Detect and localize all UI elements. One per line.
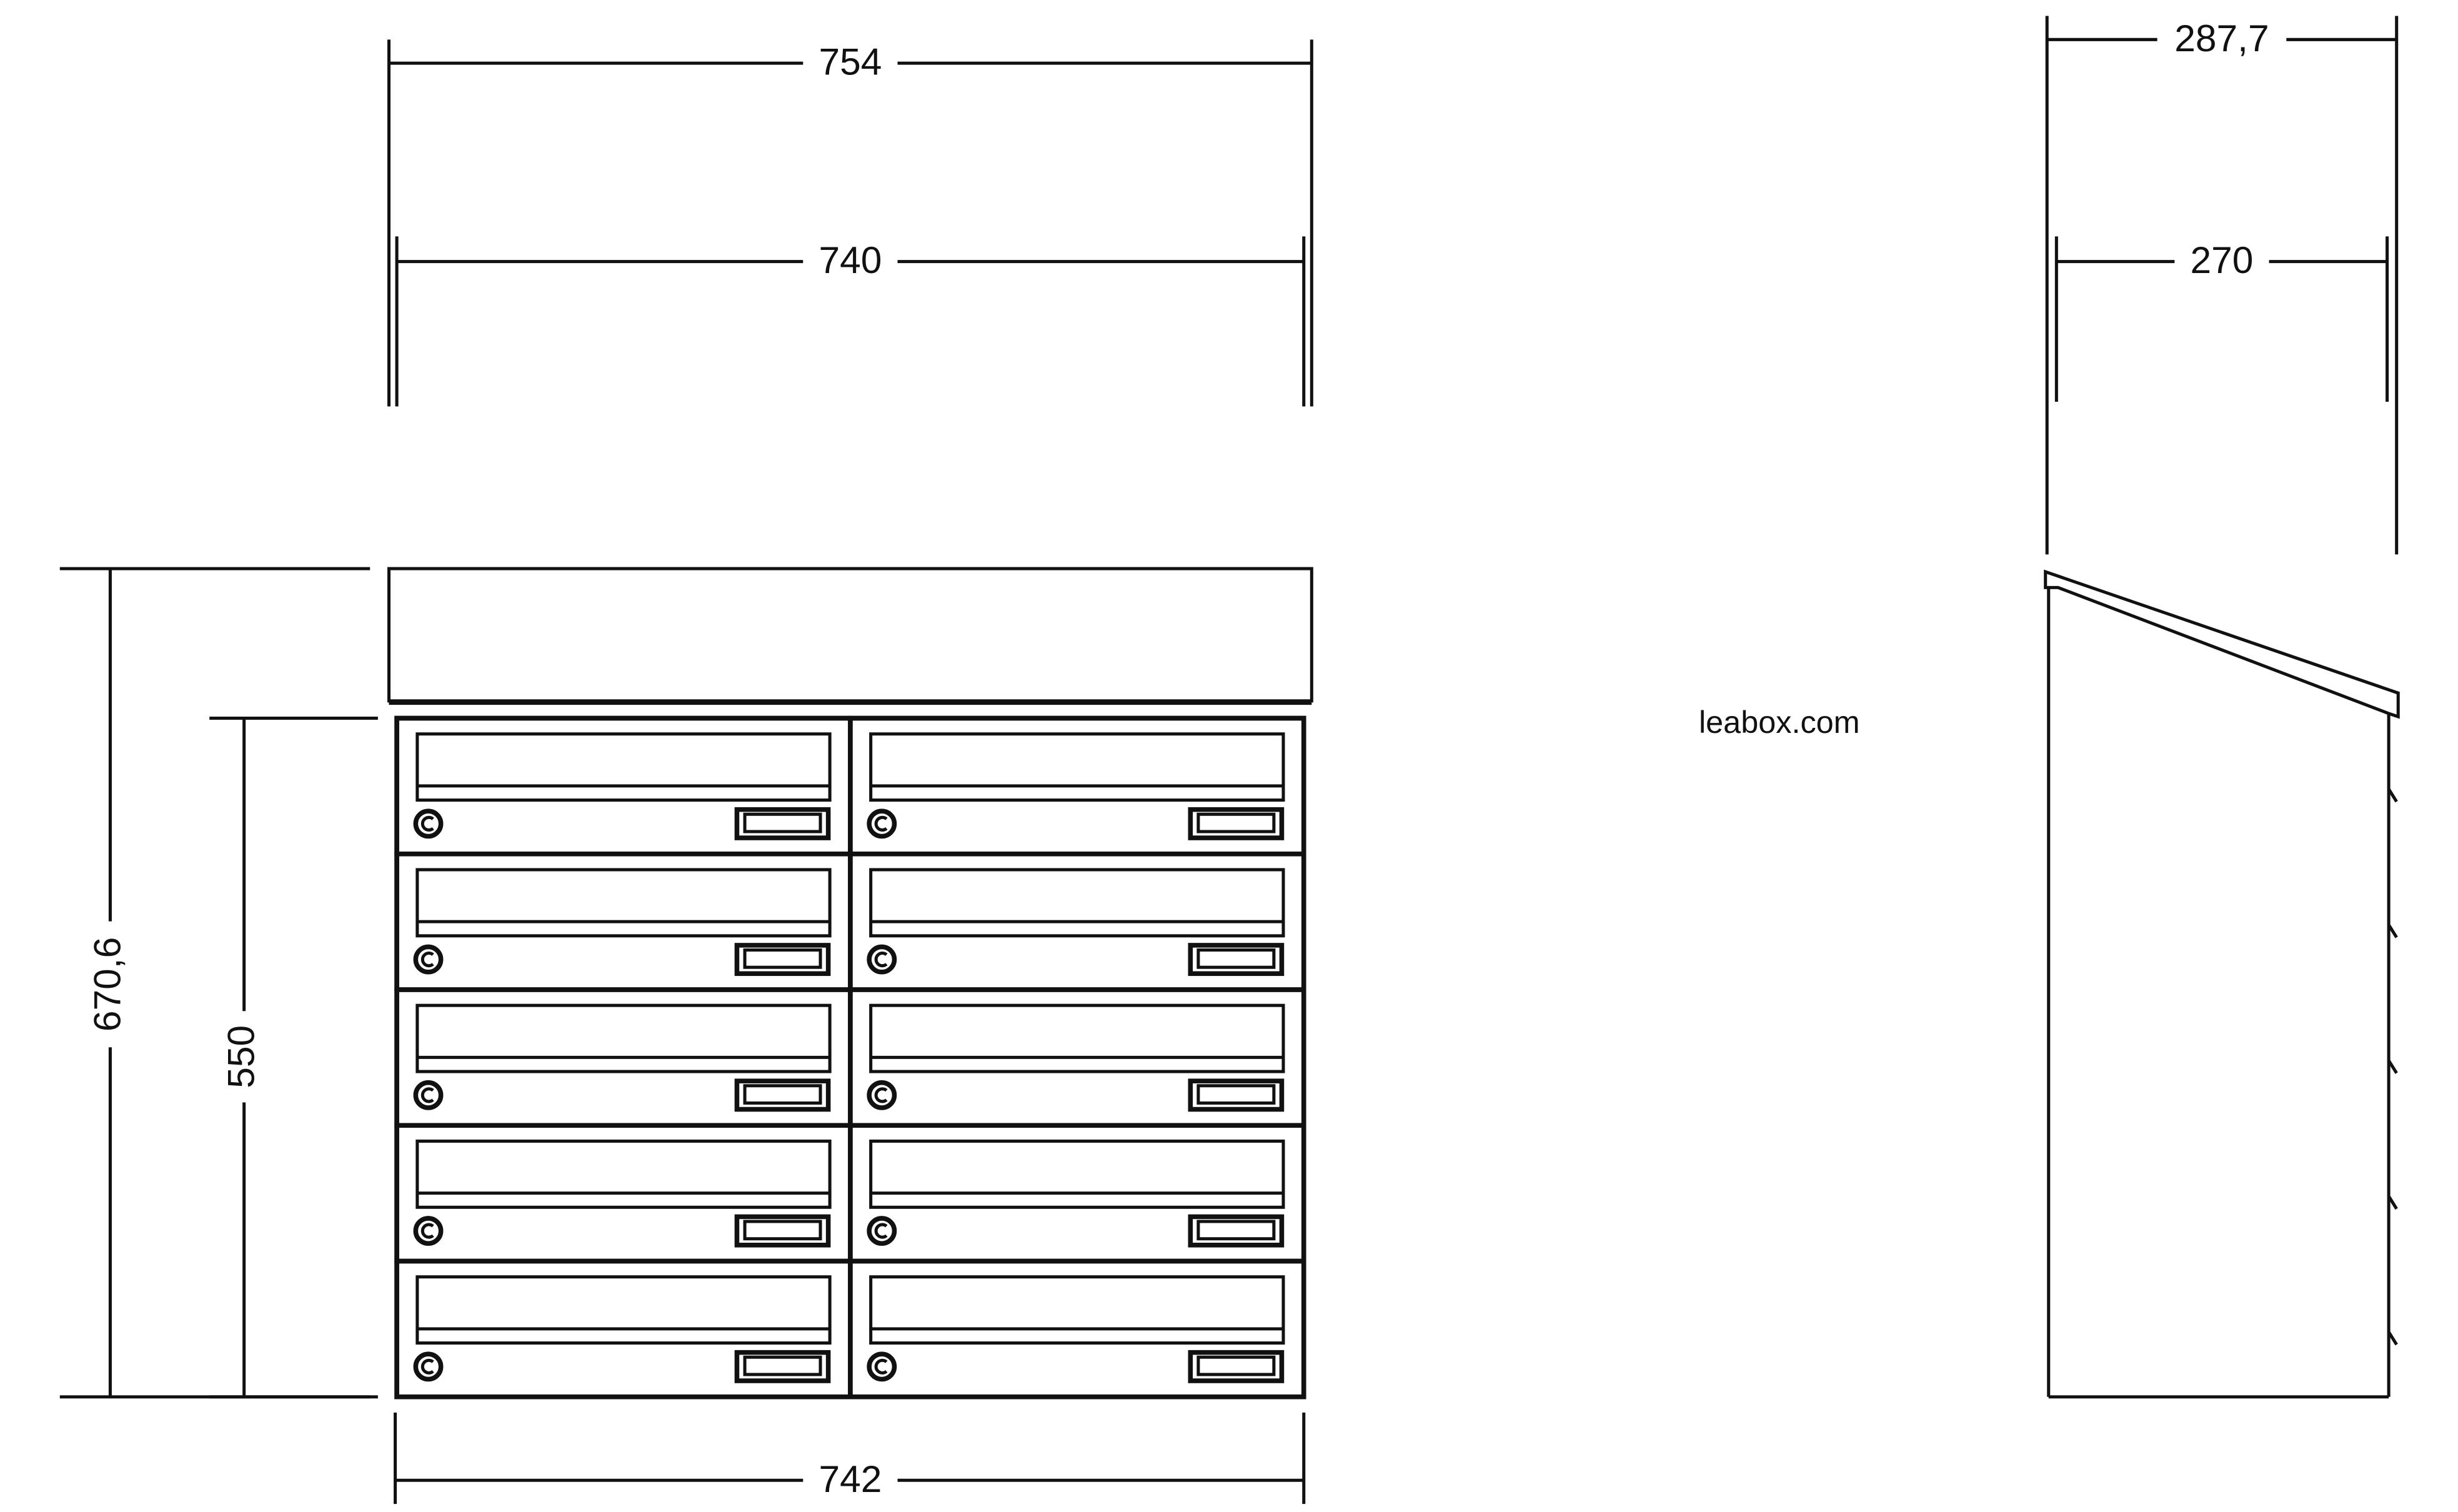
door-hinge-mark xyxy=(2387,788,2398,803)
lock-icon xyxy=(413,808,444,839)
name-plate-window xyxy=(1197,1084,1276,1105)
name-plate xyxy=(734,1214,831,1248)
lock-icon xyxy=(413,1351,444,1382)
dimension-overall-depth: 287,7 xyxy=(2045,16,2399,555)
dimension-label: 287,7 xyxy=(2174,17,2269,59)
name-plate-window xyxy=(743,1355,822,1376)
door-frame xyxy=(848,1258,1306,1400)
door-hinge-mark xyxy=(2387,923,2398,938)
dimension-label: 670,6 xyxy=(86,937,128,1032)
name-plate-window xyxy=(743,1084,822,1105)
mailbox-door xyxy=(394,1258,853,1400)
lock-icon xyxy=(413,1216,444,1246)
name-plate-window xyxy=(1197,948,1276,969)
lock-icon xyxy=(413,1080,444,1110)
lock-icon xyxy=(867,1351,897,1382)
lock-icon xyxy=(867,1216,897,1246)
mail-slot xyxy=(869,732,1285,802)
dimension-overall-width: 754 xyxy=(387,39,1313,407)
dimension-total-height: 670,6 xyxy=(59,567,371,1399)
lock-keyhole xyxy=(874,1358,888,1375)
name-plate-window xyxy=(1197,1355,1276,1376)
mailbox-roof-front xyxy=(387,567,1313,705)
lock-keyhole xyxy=(420,1087,434,1103)
name-plate-window xyxy=(743,812,822,833)
mailbox-door xyxy=(394,987,853,1128)
mail-slot xyxy=(869,868,1285,938)
side-roof xyxy=(2044,569,2400,719)
dimension-bottom-width: 742 xyxy=(394,1412,1306,1505)
dimension-inner-width: 740 xyxy=(395,236,1306,407)
lock-keyhole xyxy=(874,952,888,968)
mail-slot xyxy=(869,1003,1285,1073)
name-plate xyxy=(734,943,831,977)
dimension-label: 754 xyxy=(819,41,882,83)
mailbox-side-view xyxy=(2044,569,2400,1399)
dimension-box-height: 550 xyxy=(209,716,378,1399)
mail-slot xyxy=(869,1275,1285,1345)
name-plate xyxy=(734,1350,831,1383)
mailbox-door xyxy=(394,851,853,992)
mail-slot xyxy=(415,732,832,802)
mail-slot xyxy=(869,1139,1285,1209)
name-plate xyxy=(1188,1078,1285,1112)
name-plate-window xyxy=(1197,812,1276,833)
mail-slot xyxy=(415,1003,832,1073)
dimension-label: 550 xyxy=(220,1025,262,1088)
lock-icon xyxy=(413,944,444,975)
dimension-label: 270 xyxy=(2191,239,2254,281)
mailbox-door xyxy=(848,987,1306,1128)
name-plate xyxy=(734,1078,831,1112)
lock-icon xyxy=(867,944,897,975)
lock-keyhole xyxy=(420,1223,434,1239)
mail-slot xyxy=(415,868,832,938)
mailbox-door xyxy=(848,851,1306,992)
door-hinge-mark xyxy=(2387,1195,2398,1210)
lock-keyhole xyxy=(420,952,434,968)
door-hinge-mark xyxy=(2387,1060,2398,1074)
name-plate-window xyxy=(743,1220,822,1241)
lock-keyhole xyxy=(420,815,434,832)
dimension-label: 740 xyxy=(819,239,882,281)
mailbox-door xyxy=(848,1258,1306,1400)
lock-keyhole xyxy=(420,1358,434,1375)
dimension-label: 742 xyxy=(819,1458,882,1500)
mail-slot xyxy=(415,1139,832,1209)
name-plate xyxy=(1188,1214,1285,1248)
name-plate xyxy=(1188,943,1285,977)
name-plate-window xyxy=(743,948,822,969)
mailbox-door xyxy=(394,715,853,857)
lock-keyhole xyxy=(874,1223,888,1239)
mail-slot xyxy=(415,1275,832,1345)
lock-keyhole xyxy=(874,815,888,832)
lock-keyhole xyxy=(874,1087,888,1103)
name-plate xyxy=(1188,1350,1285,1383)
mailbox-grid xyxy=(394,715,1306,1400)
name-plate xyxy=(1188,807,1285,840)
lock-icon xyxy=(867,808,897,839)
mailbox-door xyxy=(394,1123,853,1264)
name-plate-window xyxy=(1197,1220,1276,1241)
dimension-inner-depth: 270 xyxy=(2054,236,2389,402)
mailbox-door xyxy=(848,715,1306,857)
name-plate xyxy=(734,807,831,840)
mailbox-door xyxy=(848,1123,1306,1264)
brand-watermark: leabox.com xyxy=(1699,704,1860,740)
lock-icon xyxy=(867,1080,897,1110)
door-hinge-mark xyxy=(2387,1331,2398,1346)
